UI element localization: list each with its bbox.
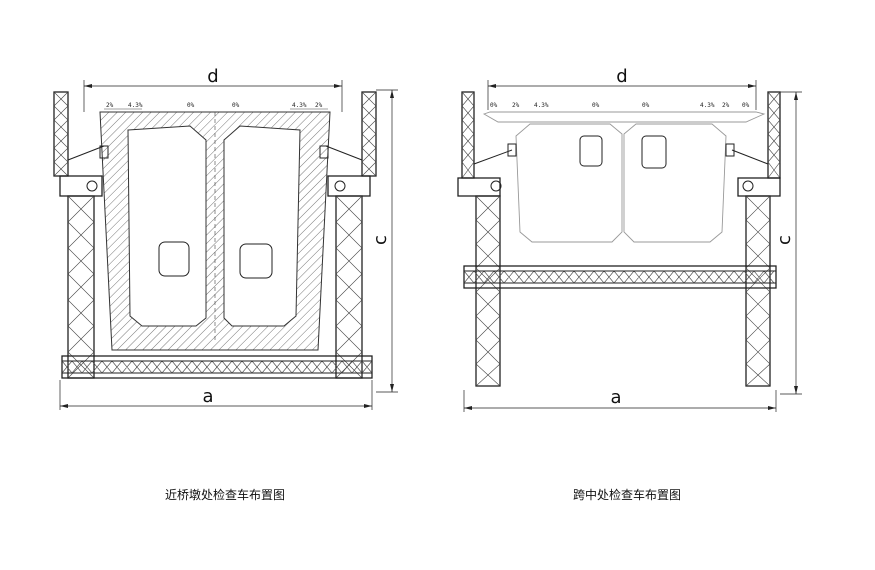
right-middle-truss [463, 265, 777, 289]
left-box-girder [99, 111, 331, 351]
left-slope-labels: 2% 4.3% 0% 0% 4.3% 2% [104, 102, 328, 110]
right-deck [482, 111, 766, 123]
left-view-left-tower [53, 91, 109, 379]
left-view: d 2% 4.3% 0% 0% 4.3% 2% [53, 66, 398, 502]
left-slope-5: 4.3% [292, 102, 307, 109]
right-slope-7: 2% [722, 102, 730, 109]
right-dim-c: c [774, 91, 802, 395]
right-slope-4: 0% [592, 102, 600, 109]
left-bottom-truss [61, 355, 373, 379]
right-slope-8: 0% [742, 102, 750, 109]
left-dim-a-label: a [202, 386, 213, 407]
left-caption: 近桥墩处检查车布置图 [165, 487, 285, 502]
left-slope-6: 2% [315, 102, 323, 109]
left-dim-c-label: c [370, 235, 391, 245]
right-slope-5: 0% [642, 102, 650, 109]
right-dim-a-label: a [610, 387, 621, 408]
right-slope-1: 0% [490, 102, 498, 109]
right-box-girder [515, 123, 727, 243]
right-slope-labels: 0% 2% 4.3% 0% 0% 4.3% 2% 0% [490, 102, 750, 109]
right-slope-3: 4.3% [534, 102, 549, 109]
left-slope-4: 0% [232, 102, 240, 109]
right-view-right-tower [725, 91, 781, 387]
left-dim-d: d [83, 66, 343, 112]
right-caption: 跨中处检查车布置图 [573, 487, 681, 502]
right-view: d 0% 2% 4.3% 0% 0% 4.3% 2% 0% [457, 66, 802, 502]
right-dim-c-label: c [774, 235, 795, 245]
right-dim-d-label: d [616, 66, 627, 87]
left-slope-1: 2% [106, 102, 114, 109]
left-dim-d-label: d [207, 66, 218, 87]
right-view-left-tower [457, 91, 517, 387]
right-slope-6: 4.3% [700, 102, 715, 109]
left-dim-c: c [370, 89, 398, 393]
left-dim-a: a [59, 380, 373, 410]
right-dim-a: a [463, 387, 777, 412]
left-slope-3: 0% [187, 102, 195, 109]
right-dim-d: d [487, 66, 757, 110]
right-slope-2: 2% [512, 102, 520, 109]
left-slope-2: 4.3% [128, 102, 143, 109]
